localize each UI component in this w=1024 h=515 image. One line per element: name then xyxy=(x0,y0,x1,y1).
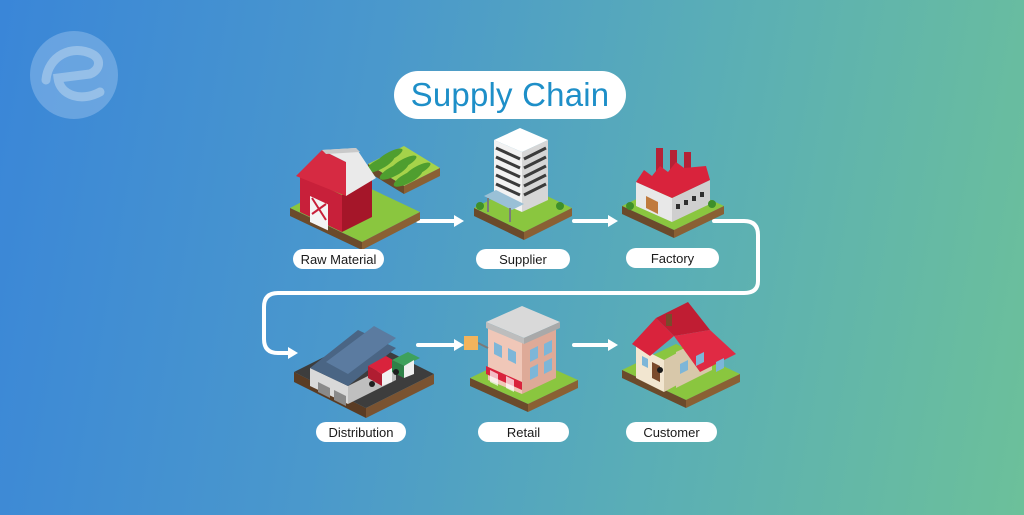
brand-e-logo-icon xyxy=(30,31,118,119)
stage-label-distribution: Distribution xyxy=(316,422,406,442)
arrow-head-icon xyxy=(288,347,298,359)
arrow-head-icon xyxy=(608,215,618,227)
warehouse-trucks-icon xyxy=(294,326,434,418)
arrow-heads xyxy=(288,215,618,359)
stage-label-supplier: Supplier xyxy=(476,249,570,269)
house-icon xyxy=(622,302,740,408)
page-title: Supply Chain xyxy=(394,71,626,119)
retail-shop-icon xyxy=(464,306,578,412)
office-tower-icon xyxy=(474,128,572,240)
stage-label-raw-material: Raw Material xyxy=(293,249,384,269)
stage-label-factory: Factory xyxy=(626,248,719,268)
arrow-head-icon xyxy=(454,339,464,351)
factory-icon xyxy=(622,148,724,238)
arrow-head-icon xyxy=(454,215,464,227)
flow-connectors xyxy=(262,219,760,355)
arrow-head-icon xyxy=(608,339,618,351)
stage-label-customer: Customer xyxy=(626,422,717,442)
stage-label-retail: Retail xyxy=(478,422,569,442)
barn-field-icon xyxy=(290,146,440,250)
